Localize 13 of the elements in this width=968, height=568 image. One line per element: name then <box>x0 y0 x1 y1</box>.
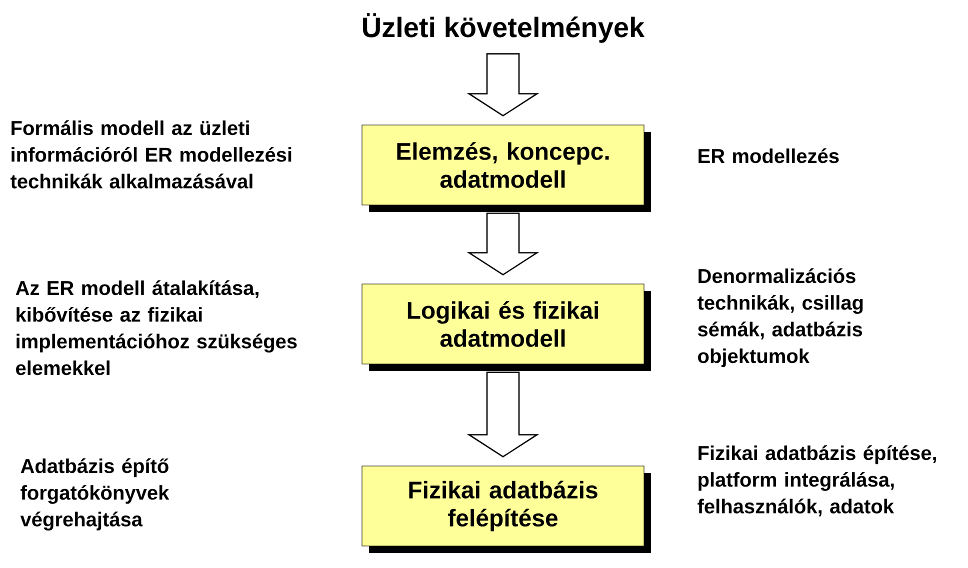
block-arrow <box>466 212 540 276</box>
process-box: Logikai és fizikai adatmodell <box>362 284 651 371</box>
side-note: Denormalizációs technikák, csillag sémák, adatbázis objektumok <box>698 268 863 368</box>
side-note: Fizikai adatbázis építése, platform integrálása, felhasználók, adatok <box>698 445 936 516</box>
block-arrow <box>466 372 540 458</box>
process-box: Elemzés, koncepc. adatmodell <box>362 124 651 212</box>
side-note: Adatbázis építő forgatókönyvek végrehajtása <box>20 458 170 531</box>
side-note: Az ER modell átalakítása, kibővítése az fizikai implementációhoz szükséges elemekkel <box>16 280 297 376</box>
process-box: Fizikai adatbázis felépítése <box>362 466 651 553</box>
block-arrow <box>466 53 540 117</box>
side-note: ER modellezés <box>698 148 839 164</box>
heading: Üzleti követelmények <box>363 13 645 43</box>
side-note: Formális modell az üzleti információról ER modellezési technikák alkalmazásával <box>10 120 292 188</box>
